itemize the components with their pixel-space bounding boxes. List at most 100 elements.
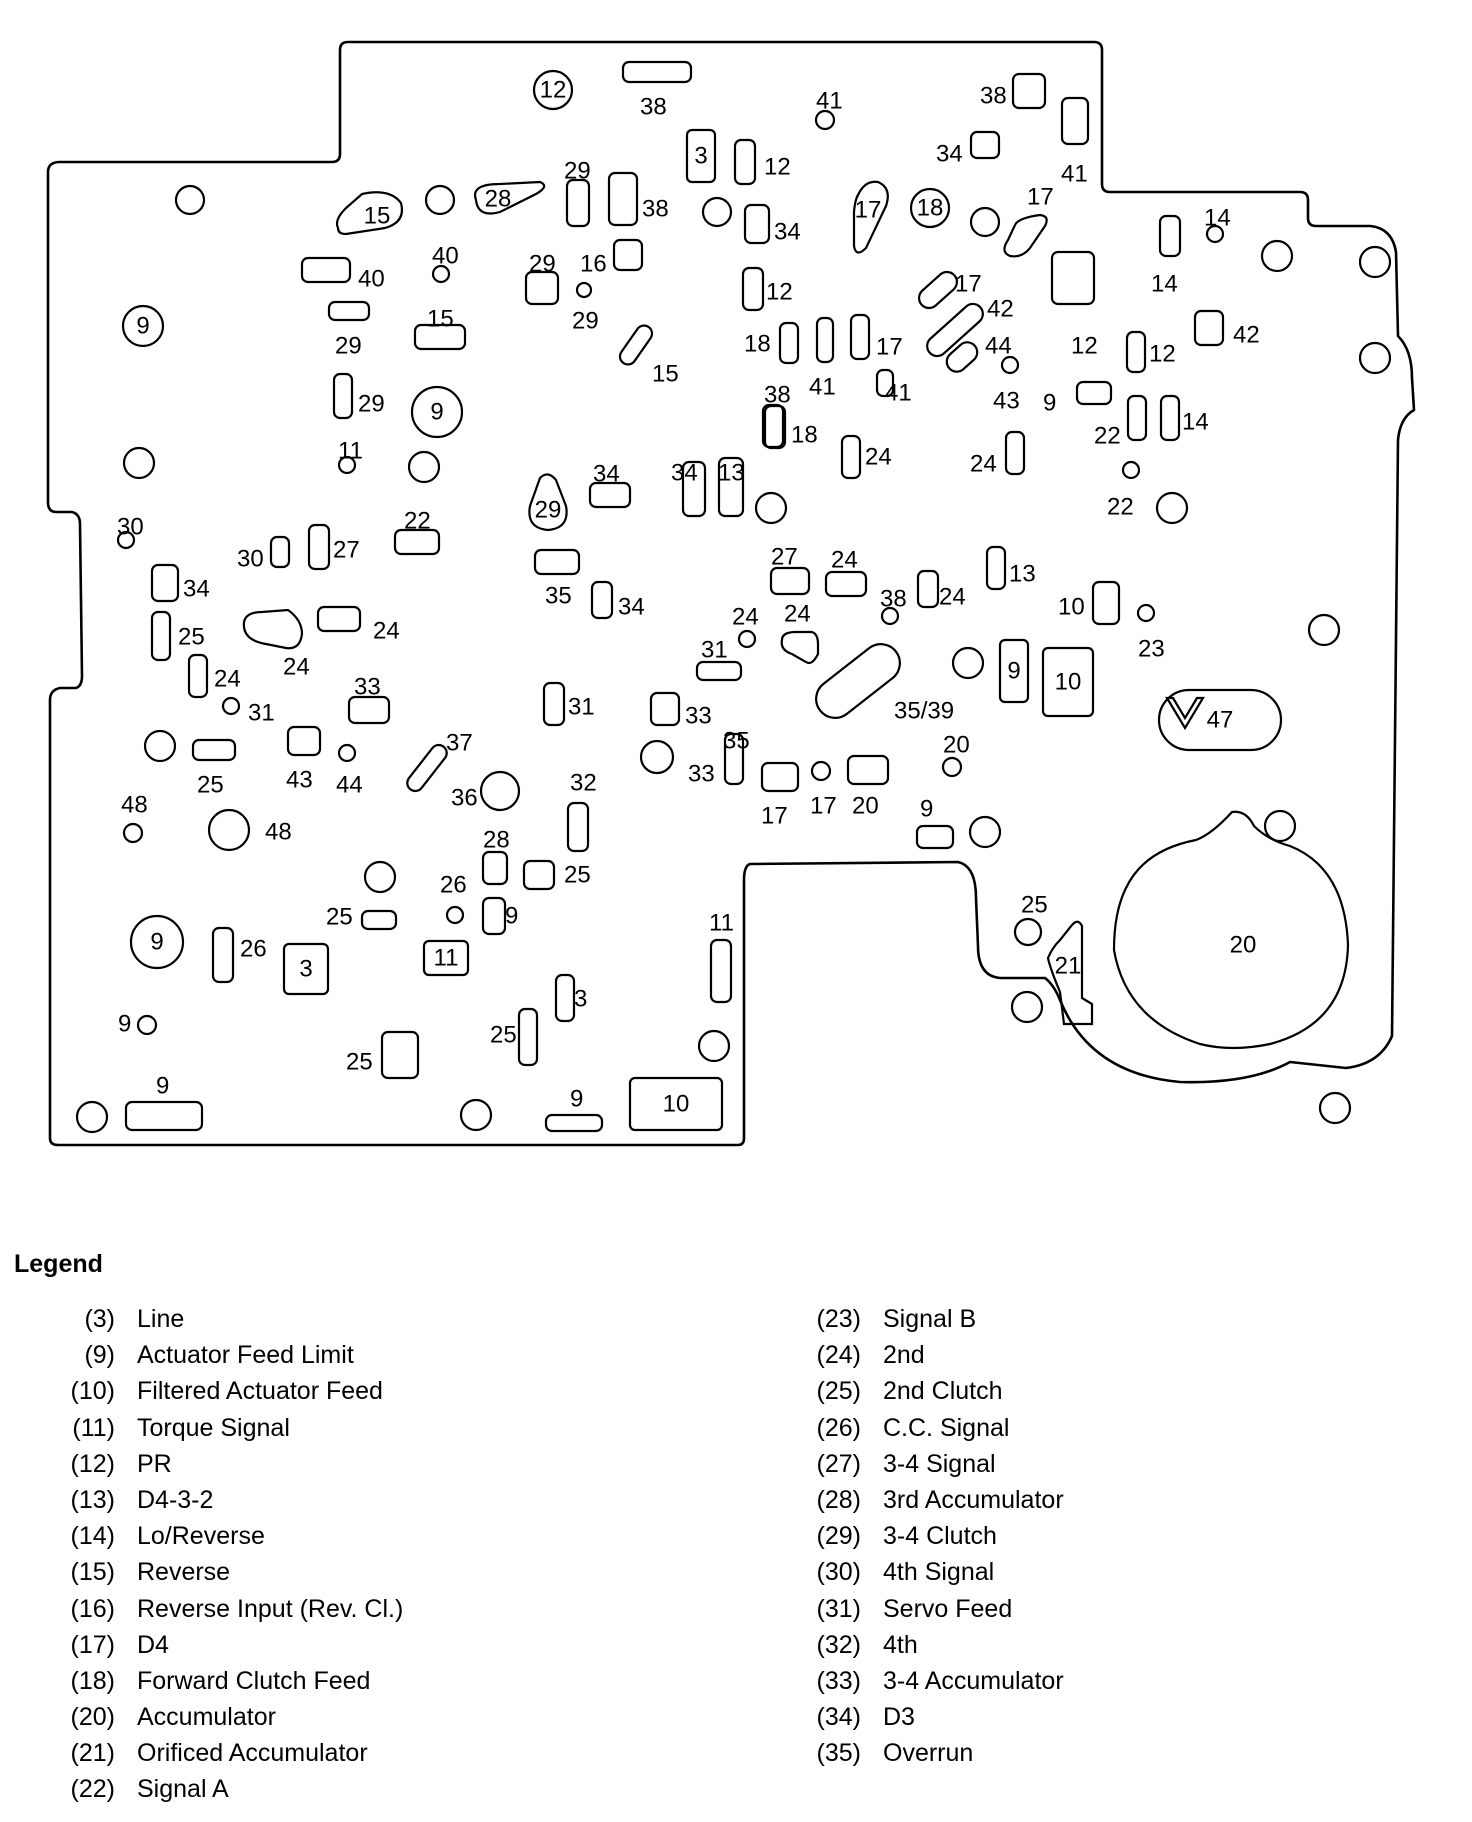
passage-slot [1004, 430, 1026, 476]
legend-item-label: 3rd Accumulator [883, 1485, 1064, 1514]
legend-item-label: Torque Signal [137, 1413, 290, 1442]
passage-hole [941, 756, 963, 778]
bolt-hole [701, 196, 733, 228]
bolt-hole [969, 206, 1001, 238]
passage-label: 32 [570, 769, 597, 796]
legend-item-number: (21) [70, 1739, 115, 1768]
legend-item: (9)Actuator Feed Limit [60, 1341, 403, 1377]
passage-label: 12 [1071, 332, 1098, 359]
passage-teardrop [1003, 213, 1048, 258]
bolt-hole [1358, 341, 1392, 375]
legend-item-number: (12) [70, 1449, 115, 1478]
passage-hole [814, 109, 836, 131]
passage-teardrop [316, 605, 362, 633]
legend-item-number: (20) [70, 1703, 115, 1732]
passage-label: 43 [286, 766, 313, 793]
passage-label: 42 [987, 295, 1014, 322]
passage-hole [575, 281, 593, 299]
legend-item-number: (30) [816, 1558, 861, 1587]
legend-item-number: (16) [70, 1594, 115, 1623]
passage-label: 35 [545, 582, 572, 609]
passage-slot [621, 60, 693, 84]
passage-slot [815, 316, 835, 364]
passage-slot [481, 850, 509, 886]
passage-slot [815, 643, 901, 719]
legend-item-number: (13) [70, 1485, 115, 1514]
passage-label: 28 [483, 826, 510, 853]
legend-item-label: Servo Feed [883, 1594, 1013, 1623]
legend-item-label: Signal B [883, 1305, 977, 1333]
passage-boxed [1041, 646, 1095, 718]
legend-item-number: (18) [70, 1666, 115, 1695]
passage-slot [542, 681, 566, 727]
passage-label: 3 [299, 956, 312, 983]
passage-hole [207, 808, 251, 852]
passage-label: 12 [766, 278, 793, 305]
passage-slot [211, 926, 235, 984]
legend-item-label: Forward Clutch Feed [137, 1666, 371, 1695]
passage-label: 13 [718, 459, 745, 486]
passage-slot [607, 171, 639, 227]
passage-hole [1121, 460, 1141, 480]
passage-slot [824, 570, 868, 598]
passage-circle-label [410, 385, 464, 439]
bolt-hole [143, 729, 177, 763]
passage-slot [406, 743, 448, 793]
passage-label: 44 [985, 332, 1012, 359]
passage-label: 18 [791, 421, 818, 448]
passage-label: 47 [1207, 707, 1234, 734]
passage-label: 24 [970, 450, 997, 477]
passage-label: 9 [156, 1072, 169, 1099]
passage-label: 24 [214, 665, 241, 692]
passage-label: 34 [936, 140, 963, 167]
legend-item-label: 3-4 Accumulator [883, 1666, 1064, 1695]
passage-slot [1091, 580, 1121, 626]
passage-label: 11 [338, 437, 363, 464]
legend-item: (32)4th [806, 1631, 1064, 1667]
legend-item-number: (3) [84, 1305, 115, 1333]
passage-slot [769, 566, 811, 596]
legend-item-number: (24) [816, 1341, 861, 1370]
legend-item-number: (22) [70, 1775, 115, 1804]
passage-label: 9 [1043, 389, 1056, 416]
passage-label: 35/39 [894, 697, 954, 724]
passage-label: 40 [432, 242, 459, 269]
passage-boxed [1157, 688, 1283, 752]
legend-item-number: (11) [72, 1413, 115, 1442]
passage-label: 3 [574, 985, 587, 1012]
passage-label: 29 [564, 157, 591, 184]
legend-item-number: (33) [816, 1666, 861, 1695]
legend-column-right: (23)Signal B(24)2nd(25)2nd Clutch(26)C.C… [806, 1305, 1064, 1775]
passage-label: 38 [764, 381, 791, 408]
passage-slot [926, 302, 984, 358]
passage-slot [743, 203, 771, 245]
passage-slot [709, 938, 733, 1004]
legend-item-label: Orificed Accumulator [137, 1739, 368, 1768]
legend-item-label: PR [137, 1449, 172, 1478]
legend-item-number: (15) [70, 1558, 115, 1587]
bolt-hole [697, 1029, 731, 1063]
legend-item-label: D4-3-2 [137, 1485, 214, 1514]
passage-slot [733, 138, 757, 186]
legend-item-label: Reverse Input (Rev. Cl.) [137, 1594, 404, 1623]
legend-item-label: 2nd [883, 1341, 925, 1370]
passage-label: 17 [876, 333, 903, 360]
passage-label: 30 [237, 545, 264, 572]
passage-label: 24 [732, 603, 759, 630]
legend-item: (10)Filtered Actuator Feed [60, 1377, 403, 1413]
passage-slot [524, 270, 560, 306]
bolt-hole [459, 1098, 493, 1132]
passage-label: 29 [335, 332, 362, 359]
passage-slot [269, 535, 291, 569]
passage-hole [1000, 355, 1020, 375]
passage-circle-label [121, 304, 165, 348]
passage-label: 43 [993, 387, 1020, 414]
passage-boxed [1112, 810, 1350, 1050]
passage-slot [1011, 72, 1047, 110]
legend-item-label: Filtered Actuator Feed [137, 1377, 383, 1406]
passage-slot [985, 545, 1007, 591]
passage-slot [191, 738, 237, 762]
passage-label: 48 [265, 818, 292, 845]
passage-boxed [282, 942, 330, 996]
